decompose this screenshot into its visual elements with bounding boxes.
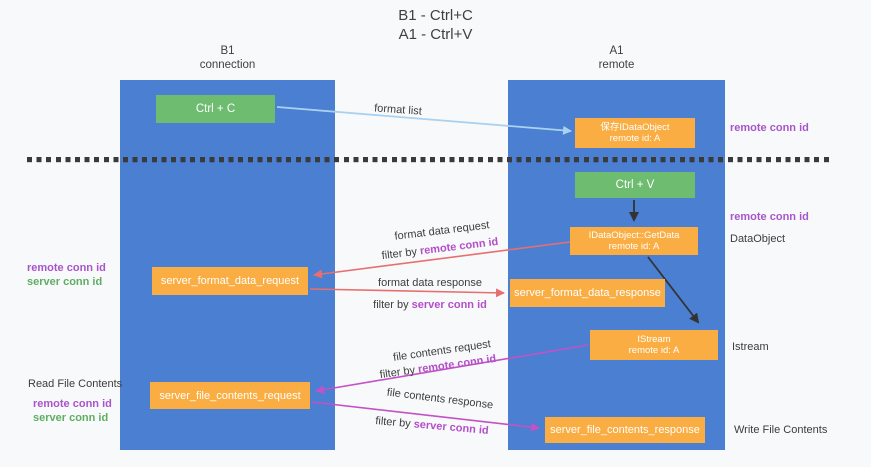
lane-a1-subtitle: remote <box>598 59 635 71</box>
filter-key-server-conn-id: server conn id <box>413 418 490 437</box>
label-format-list: format list <box>373 102 423 118</box>
annotation-left-bottom-remote-conn-id: remote conn id <box>33 398 112 410</box>
label-format-data-response: format data response <box>378 277 482 289</box>
node-istream-line1: IStream <box>637 333 671 345</box>
annotation-write-file-contents: Write File Contents <box>734 424 828 436</box>
lane-b1-subtitle: connection <box>199 59 256 71</box>
lane-header-b1: B1 connection <box>120 44 335 72</box>
node-istream: IStream remote id: A <box>590 330 718 360</box>
format-data-response-arrow <box>309 288 505 298</box>
label-file-contents-response: file contents response <box>386 386 494 412</box>
node-server-file-contents-request: server_file_contents_request <box>150 382 310 409</box>
annotation-istream: Istream <box>732 341 769 353</box>
annotation-remote-conn-id-mid: remote conn id <box>730 211 809 223</box>
annotation-remote-conn-id-top: remote conn id <box>730 122 809 134</box>
node-file-response-label: server_file_contents_response <box>550 424 700 436</box>
node-saved-idataobject-line1: 保存IDataObject <box>600 121 670 133</box>
node-saved-idataobject: 保存IDataObject remote id: A <box>575 118 695 148</box>
node-file-request-label: server_file_contents_request <box>159 389 301 402</box>
diagram-title-line1: B1 - Ctrl+C <box>398 7 473 24</box>
node-format-response-label: server_format_data_response <box>514 287 661 299</box>
lane-a1-title: A1 <box>609 45 624 57</box>
node-istream-line2: remote id: A <box>628 345 680 356</box>
label-format-response-filter: filter by server conn id <box>373 299 487 311</box>
lane-b1-title: B1 <box>220 45 235 57</box>
node-saved-idataobject-line2: remote id: A <box>609 133 661 144</box>
annotation-left-server-conn-id: server conn id <box>27 276 103 288</box>
filter-prefix: filter by <box>373 299 412 311</box>
diagram-title: B1 - Ctrl+C A1 - Ctrl+V <box>0 6 871 44</box>
node-server-format-data-response: server_format_data_response <box>510 279 665 307</box>
node-ctrl-v-label: Ctrl + V <box>615 179 655 191</box>
node-ctrl-c: Ctrl + C <box>156 95 275 123</box>
annotation-read-file-contents: Read File Contents <box>28 378 123 390</box>
node-server-format-data-request: server_format_data_request <box>152 267 308 295</box>
annotation-left-bottom-server-conn-id: server conn id <box>33 412 109 424</box>
annotation-left-remote-conn-id: remote conn id <box>27 262 106 274</box>
node-format-request-label: server_format_data_request <box>160 275 300 287</box>
phase-separator-dashed-line <box>27 157 833 162</box>
node-ctrl-c-label: Ctrl + C <box>195 103 236 115</box>
label-file-response-filter: filter by server conn id <box>375 415 489 437</box>
filter-key-remote-conn-id: remote conn id <box>419 235 499 258</box>
node-getdata-line2: remote id: A <box>608 241 660 252</box>
node-server-file-contents-response: server_file_contents_response <box>545 417 705 443</box>
node-ctrl-v: Ctrl + V <box>575 172 695 198</box>
diagram-title-line2: A1 - Ctrl+V <box>398 26 473 43</box>
filter-key-server-conn-id: server conn id <box>411 299 487 311</box>
node-getdata-line1: IDataObject::GetData <box>588 229 680 241</box>
annotation-dataobject: DataObject <box>730 233 786 245</box>
node-idataobject-getdata: IDataObject::GetData remote id: A <box>570 227 698 255</box>
filter-prefix: filter by <box>379 363 419 382</box>
filter-prefix: filter by <box>381 245 421 263</box>
lane-header-a1: A1 remote <box>508 44 725 72</box>
filter-prefix: filter by <box>374 415 415 431</box>
